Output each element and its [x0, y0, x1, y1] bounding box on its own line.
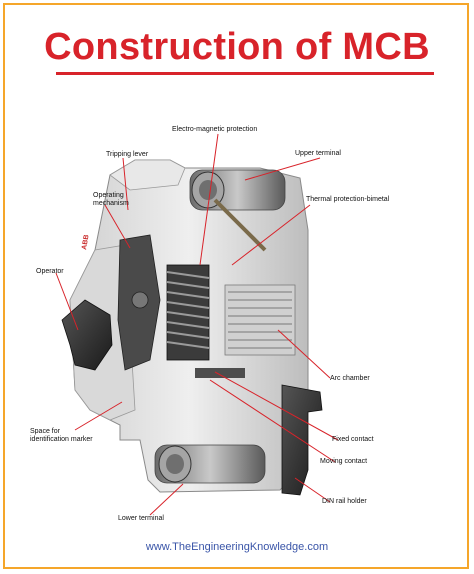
label-upper-terminal: Upper terminal: [295, 150, 341, 157]
label-operating-mechanism: Operating mechanism: [93, 192, 129, 208]
label-operating-mechanism-line2: mechanism: [93, 200, 129, 207]
label-operating-mechanism-line1: Operating: [93, 192, 124, 199]
bimetal-strip: [213, 198, 267, 252]
electromagnetic-coil: [166, 264, 210, 361]
website-footer: www.TheEngineeringKnowledge.com: [145, 541, 329, 553]
label-tripping-lever: Tripping lever: [106, 151, 149, 158]
label-identification-marker-line2: identification marker: [30, 436, 93, 443]
label-identification-marker-line1: Space for: [30, 428, 60, 435]
label-identification-marker: Space for identification marker: [30, 428, 93, 444]
label-arc-chamber: Arc chamber: [330, 375, 370, 382]
operator-toggle: [61, 299, 113, 371]
title-underline: [56, 72, 434, 75]
label-fixed-contact: Fixed contact: [332, 436, 374, 443]
leader-lines: [55, 133, 339, 516]
label-moving-contact: Moving contact: [320, 458, 368, 465]
arc-chamber-part: [224, 284, 296, 356]
upper-terminal-part: [189, 169, 286, 211]
operating-mechanism-part: [117, 234, 161, 371]
label-din-rail-holder: DIN rail holder: [322, 498, 367, 505]
abb-logo: ABB: [81, 234, 91, 250]
lower-terminal-part: [154, 444, 266, 484]
label-thermal-protection: Thermal protection-bimetal: [306, 196, 390, 203]
label-electromagnetic-protection: Electro-magnetic protection: [172, 126, 258, 133]
contact-assembly: [195, 368, 245, 378]
label-operator: Operator: [36, 268, 64, 275]
label-lower-terminal: Lower terminal: [118, 515, 164, 522]
page-title: Construction of MCB: [44, 26, 430, 68]
